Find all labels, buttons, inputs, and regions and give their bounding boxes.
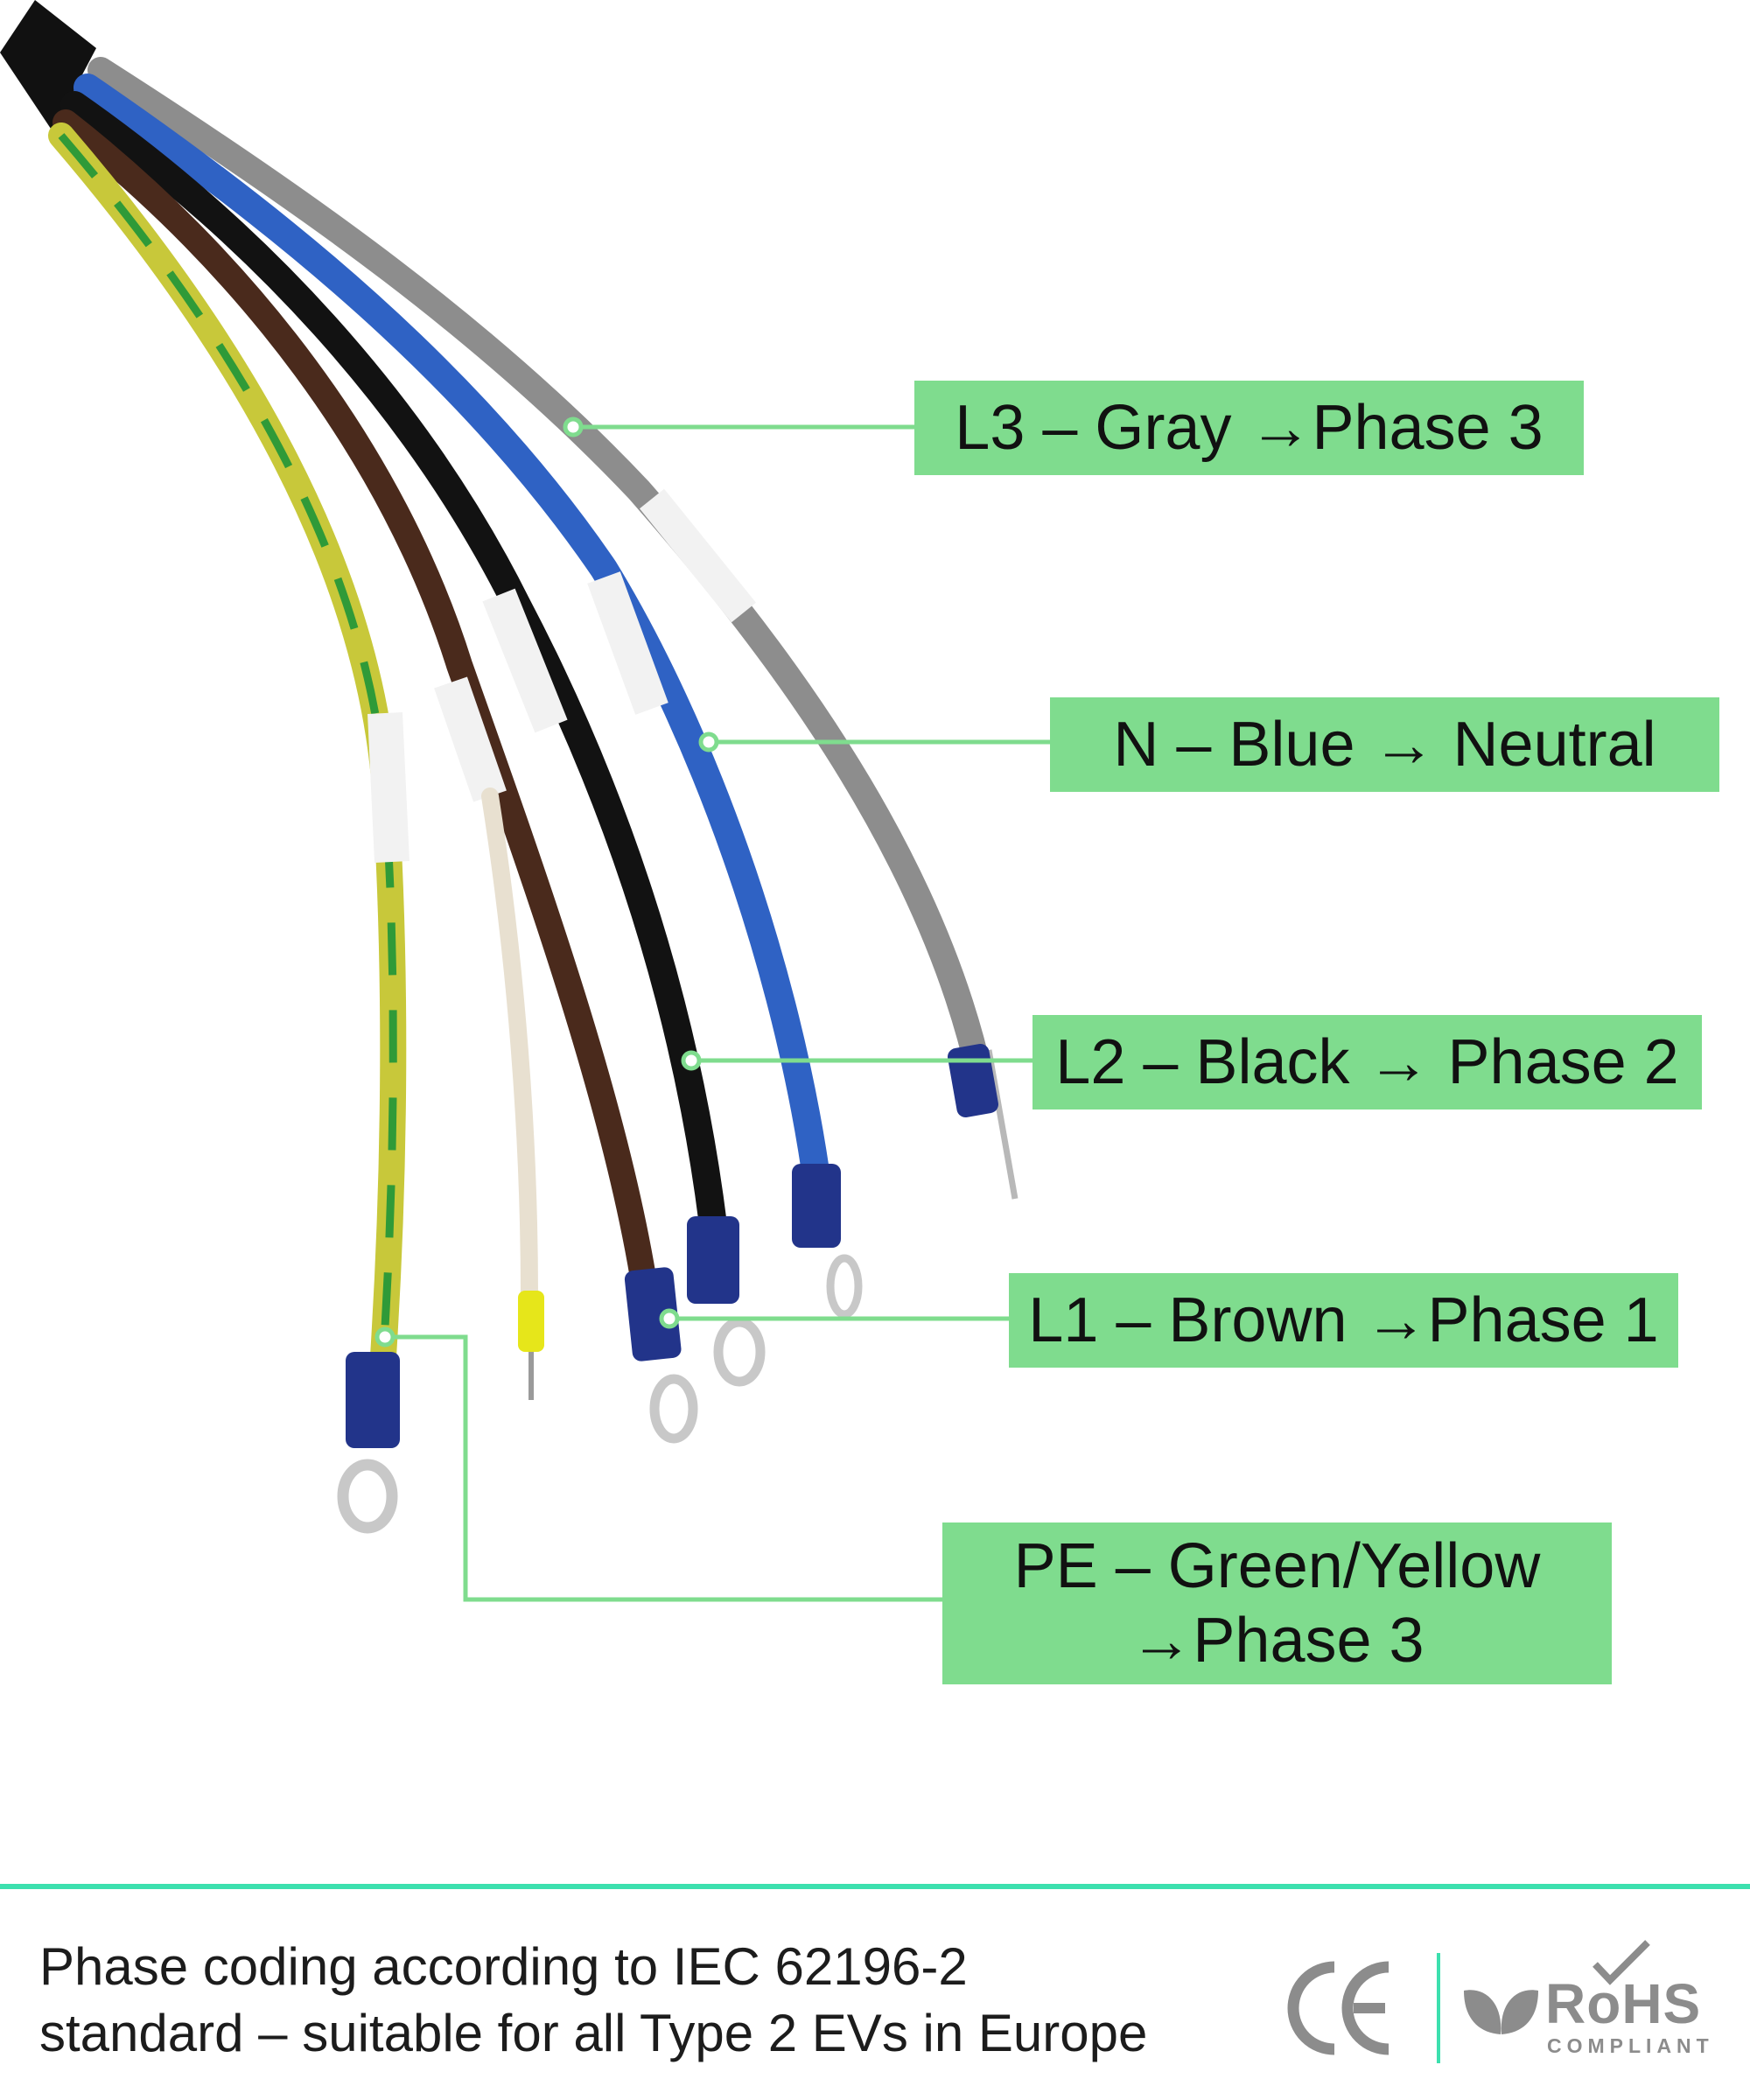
label-n-suffix: Neutral xyxy=(1452,709,1656,780)
label-n-prefix: N – Blue xyxy=(1113,709,1355,780)
leader-dots xyxy=(374,416,719,1348)
checkmark-icon xyxy=(1592,1940,1650,1985)
arrow-icon: → xyxy=(1372,709,1436,780)
rohs-compliant-logo: RoHS COMPLIANT xyxy=(1460,1938,1722,2069)
leaf-icon xyxy=(1464,1990,1538,2034)
label-n-blue: N – Blue → Neutral xyxy=(1050,697,1719,792)
label-l2-black: L2 – Black → Phase 2 xyxy=(1032,1015,1702,1110)
black-wire xyxy=(60,91,766,1387)
label-pe-line1: PE – Green/Yellow xyxy=(1013,1530,1541,1601)
cable-jacket xyxy=(0,0,96,131)
arrow-icon: → xyxy=(1364,1284,1428,1355)
white-wire xyxy=(481,788,544,1400)
footer-line-2: standard – suitable for all Type 2 EVs i… xyxy=(39,2004,1148,2062)
arrow-icon: → xyxy=(1367,1026,1431,1097)
label-l2-suffix: Phase 2 xyxy=(1447,1026,1679,1097)
label-l3-prefix: L3 – Gray xyxy=(955,392,1232,463)
label-l1-prefix: L1 – Brown xyxy=(1028,1284,1348,1355)
logo-separator xyxy=(1437,1953,1440,2063)
label-pe-green-yellow: PE – Green/Yellow →Phase 3 xyxy=(942,1522,1612,1684)
label-l3-gray: L3 – Gray →Phase 3 xyxy=(914,381,1584,475)
ce-mark-icon xyxy=(1287,1961,1390,2055)
label-l2-prefix: L2 – Black xyxy=(1055,1026,1350,1097)
footer-caption: Phase coding according to IEC 62196-2 st… xyxy=(39,1934,1264,2067)
blue-wire xyxy=(74,74,863,1319)
rohs-word: RoHS xyxy=(1545,1972,1702,2035)
label-l3-suffix: Phase 3 xyxy=(1312,392,1544,463)
footer-divider xyxy=(0,1884,1750,1889)
leader-lines xyxy=(385,424,1050,1602)
arrow-icon: → xyxy=(1130,1605,1194,1676)
pe-wire xyxy=(48,122,410,1534)
rohs-subtitle: COMPLIANT xyxy=(1547,2034,1714,2057)
arrow-icon: → xyxy=(1249,392,1312,463)
label-l1-brown: L1 – Brown →Phase 1 xyxy=(1009,1273,1678,1368)
brown-wire xyxy=(52,109,698,1444)
footer-line-1: Phase coding according to IEC 62196-2 xyxy=(39,1937,968,1996)
label-pe-suffix: Phase 3 xyxy=(1193,1605,1424,1676)
cable-wiring-diagram xyxy=(0,0,1050,1602)
label-l1-suffix: Phase 1 xyxy=(1427,1284,1659,1355)
